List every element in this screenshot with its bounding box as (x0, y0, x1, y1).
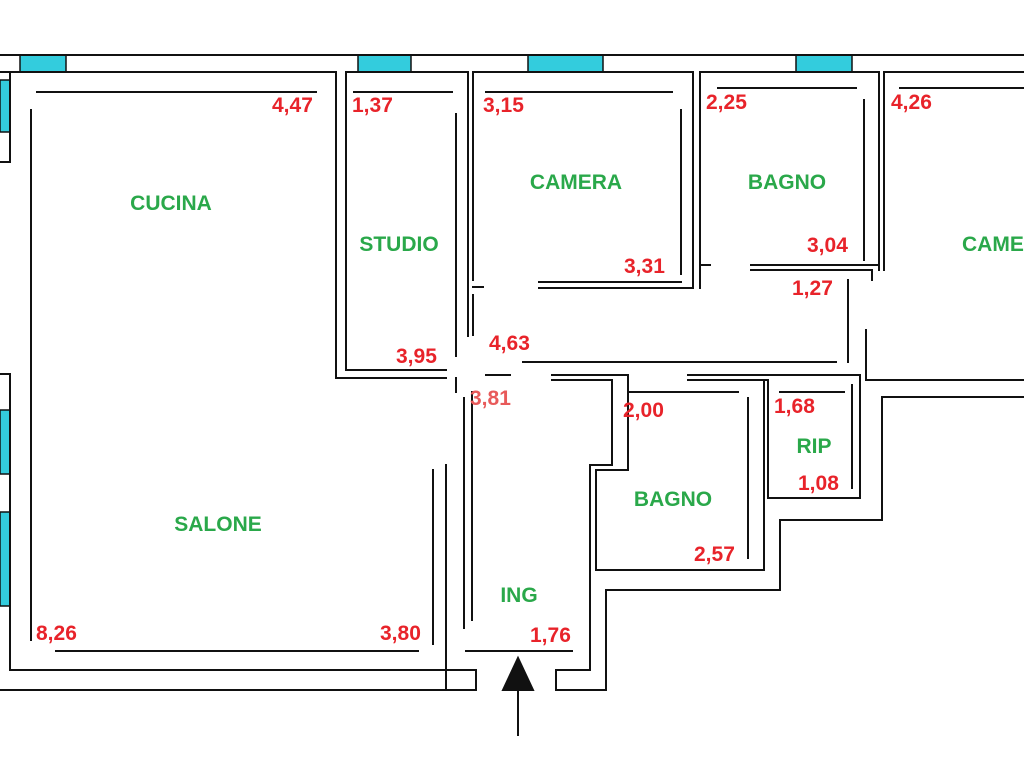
room-label-camera-right: CAME (962, 233, 1024, 256)
room-label-ing: ING (500, 584, 537, 607)
room-label-rip: RIP (796, 435, 831, 458)
room-label-salone: SALONE (174, 513, 262, 536)
room-label-bagno-bottom: BAGNO (634, 488, 712, 511)
room-labels: CUCINA STUDIO CAMERA BAGNO CAME SALONE I… (130, 171, 1024, 607)
room-label-bagno-top: BAGNO (748, 171, 826, 194)
windows (0, 54, 853, 607)
dimension-studio-width: 1,37 (352, 94, 393, 117)
dimension-salone-depth: 8,26 (36, 622, 77, 645)
window-left-3 (0, 511, 11, 607)
dimension-salone-width: 3,80 (380, 622, 421, 645)
dimension-bagno-bottom-width: 2,00 (623, 399, 664, 422)
room-label-camera: CAMERA (530, 171, 622, 194)
room-label-studio: STUDIO (359, 233, 438, 256)
dimension-bagno-top-width: 2,25 (706, 91, 747, 114)
window-cucina-top (19, 54, 67, 73)
entrance-arrow-icon (501, 655, 535, 736)
dimension-corridor-small: 1,27 (792, 277, 833, 300)
dimension-studio-depth: 3,95 (396, 345, 437, 368)
dimension-camera-depth: 3,31 (624, 255, 665, 278)
window-left-1 (0, 79, 11, 133)
dimension-bagno-top-depth: 3,04 (807, 234, 848, 257)
window-studio-top (357, 54, 412, 73)
dimension-labels: 4,47 1,37 3,15 2,25 4,26 3,04 3,31 1,27 … (36, 91, 932, 647)
window-bagno-top (795, 54, 853, 73)
dimension-rip-depth: 1,08 (798, 472, 839, 495)
dimension-corridor-length: 4,63 (489, 332, 530, 355)
dimension-cucina-width: 4,47 (272, 94, 313, 117)
dimension-camera-right-width: 4,26 (891, 91, 932, 114)
dimension-ing-width: 1,76 (530, 624, 571, 647)
dimension-ing-depth: 3,81 (470, 387, 511, 410)
walls (0, 54, 1024, 691)
dimension-rip-width: 1,68 (774, 395, 815, 418)
window-camera-top (527, 54, 604, 73)
window-left-2 (0, 409, 11, 475)
dimension-bagno-bottom-depth: 2,57 (694, 543, 735, 566)
room-label-cucina: CUCINA (130, 192, 212, 215)
dimension-camera-width: 3,15 (483, 94, 524, 117)
